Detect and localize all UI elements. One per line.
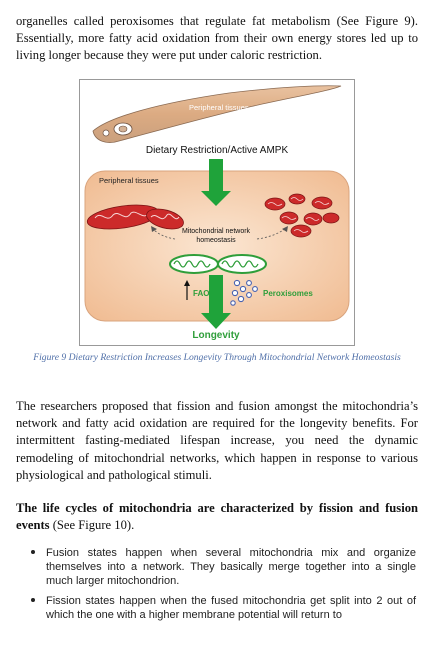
figure-9-diagram: Peripheral tissues Dietary Restriction/A… [79, 79, 355, 346]
label-peroxisomes: Peroxisomes [263, 289, 313, 298]
bullet-list: Fusion states happen when several mitoch… [28, 546, 416, 628]
arrow-down-bottom [209, 275, 223, 315]
worm-body [92, 85, 342, 143]
paragraph-life-cycles: The life cycles of mitochondria are char… [16, 500, 418, 534]
mitochondria-red-left [86, 204, 184, 230]
life-cycles-rest: (See Figure 10). [49, 518, 135, 533]
label-network-2: homeostasis [196, 237, 236, 244]
label-dietary-restriction: Dietary Restriction/Active AMPK [146, 145, 289, 156]
label-peripheral-inner: Peripheral tissues [99, 176, 159, 185]
label-network-1: Mitochondrial network [182, 228, 251, 235]
label-peripheral-top: Peripheral tissues [189, 103, 249, 112]
mitochondria-red-right [264, 193, 340, 238]
bullet-dot-icon [31, 550, 35, 554]
label-fao: FAO [193, 289, 209, 298]
bullet-fusion: Fusion states happen when several mitoch… [28, 546, 416, 588]
mitochondria-green [169, 254, 267, 274]
arrow-down-top [209, 159, 223, 193]
bullet-fission: Fission states happen when the fused mit… [28, 594, 416, 622]
figure-caption: Figure 9 Dietary Restriction Increases L… [33, 352, 401, 363]
life-cycles-bold: The life cycles of mitochondria are char… [16, 501, 418, 533]
label-longevity: Longevity [192, 330, 240, 341]
peroxisome-cluster [230, 279, 258, 306]
bullet-fusion-text: Fusion states happen when several mitoch… [46, 547, 416, 587]
bullet-dot-icon [31, 598, 35, 602]
figure-9: Peripheral tissues Dietary Restriction/A… [79, 79, 355, 346]
paragraph-researchers: The researchers proposed that fission an… [16, 399, 418, 482]
bullet-fission-text: Fission states happen when the fused mit… [46, 595, 416, 621]
paragraph-peroxisomes: organelles called peroxisomes that regul… [16, 14, 418, 63]
